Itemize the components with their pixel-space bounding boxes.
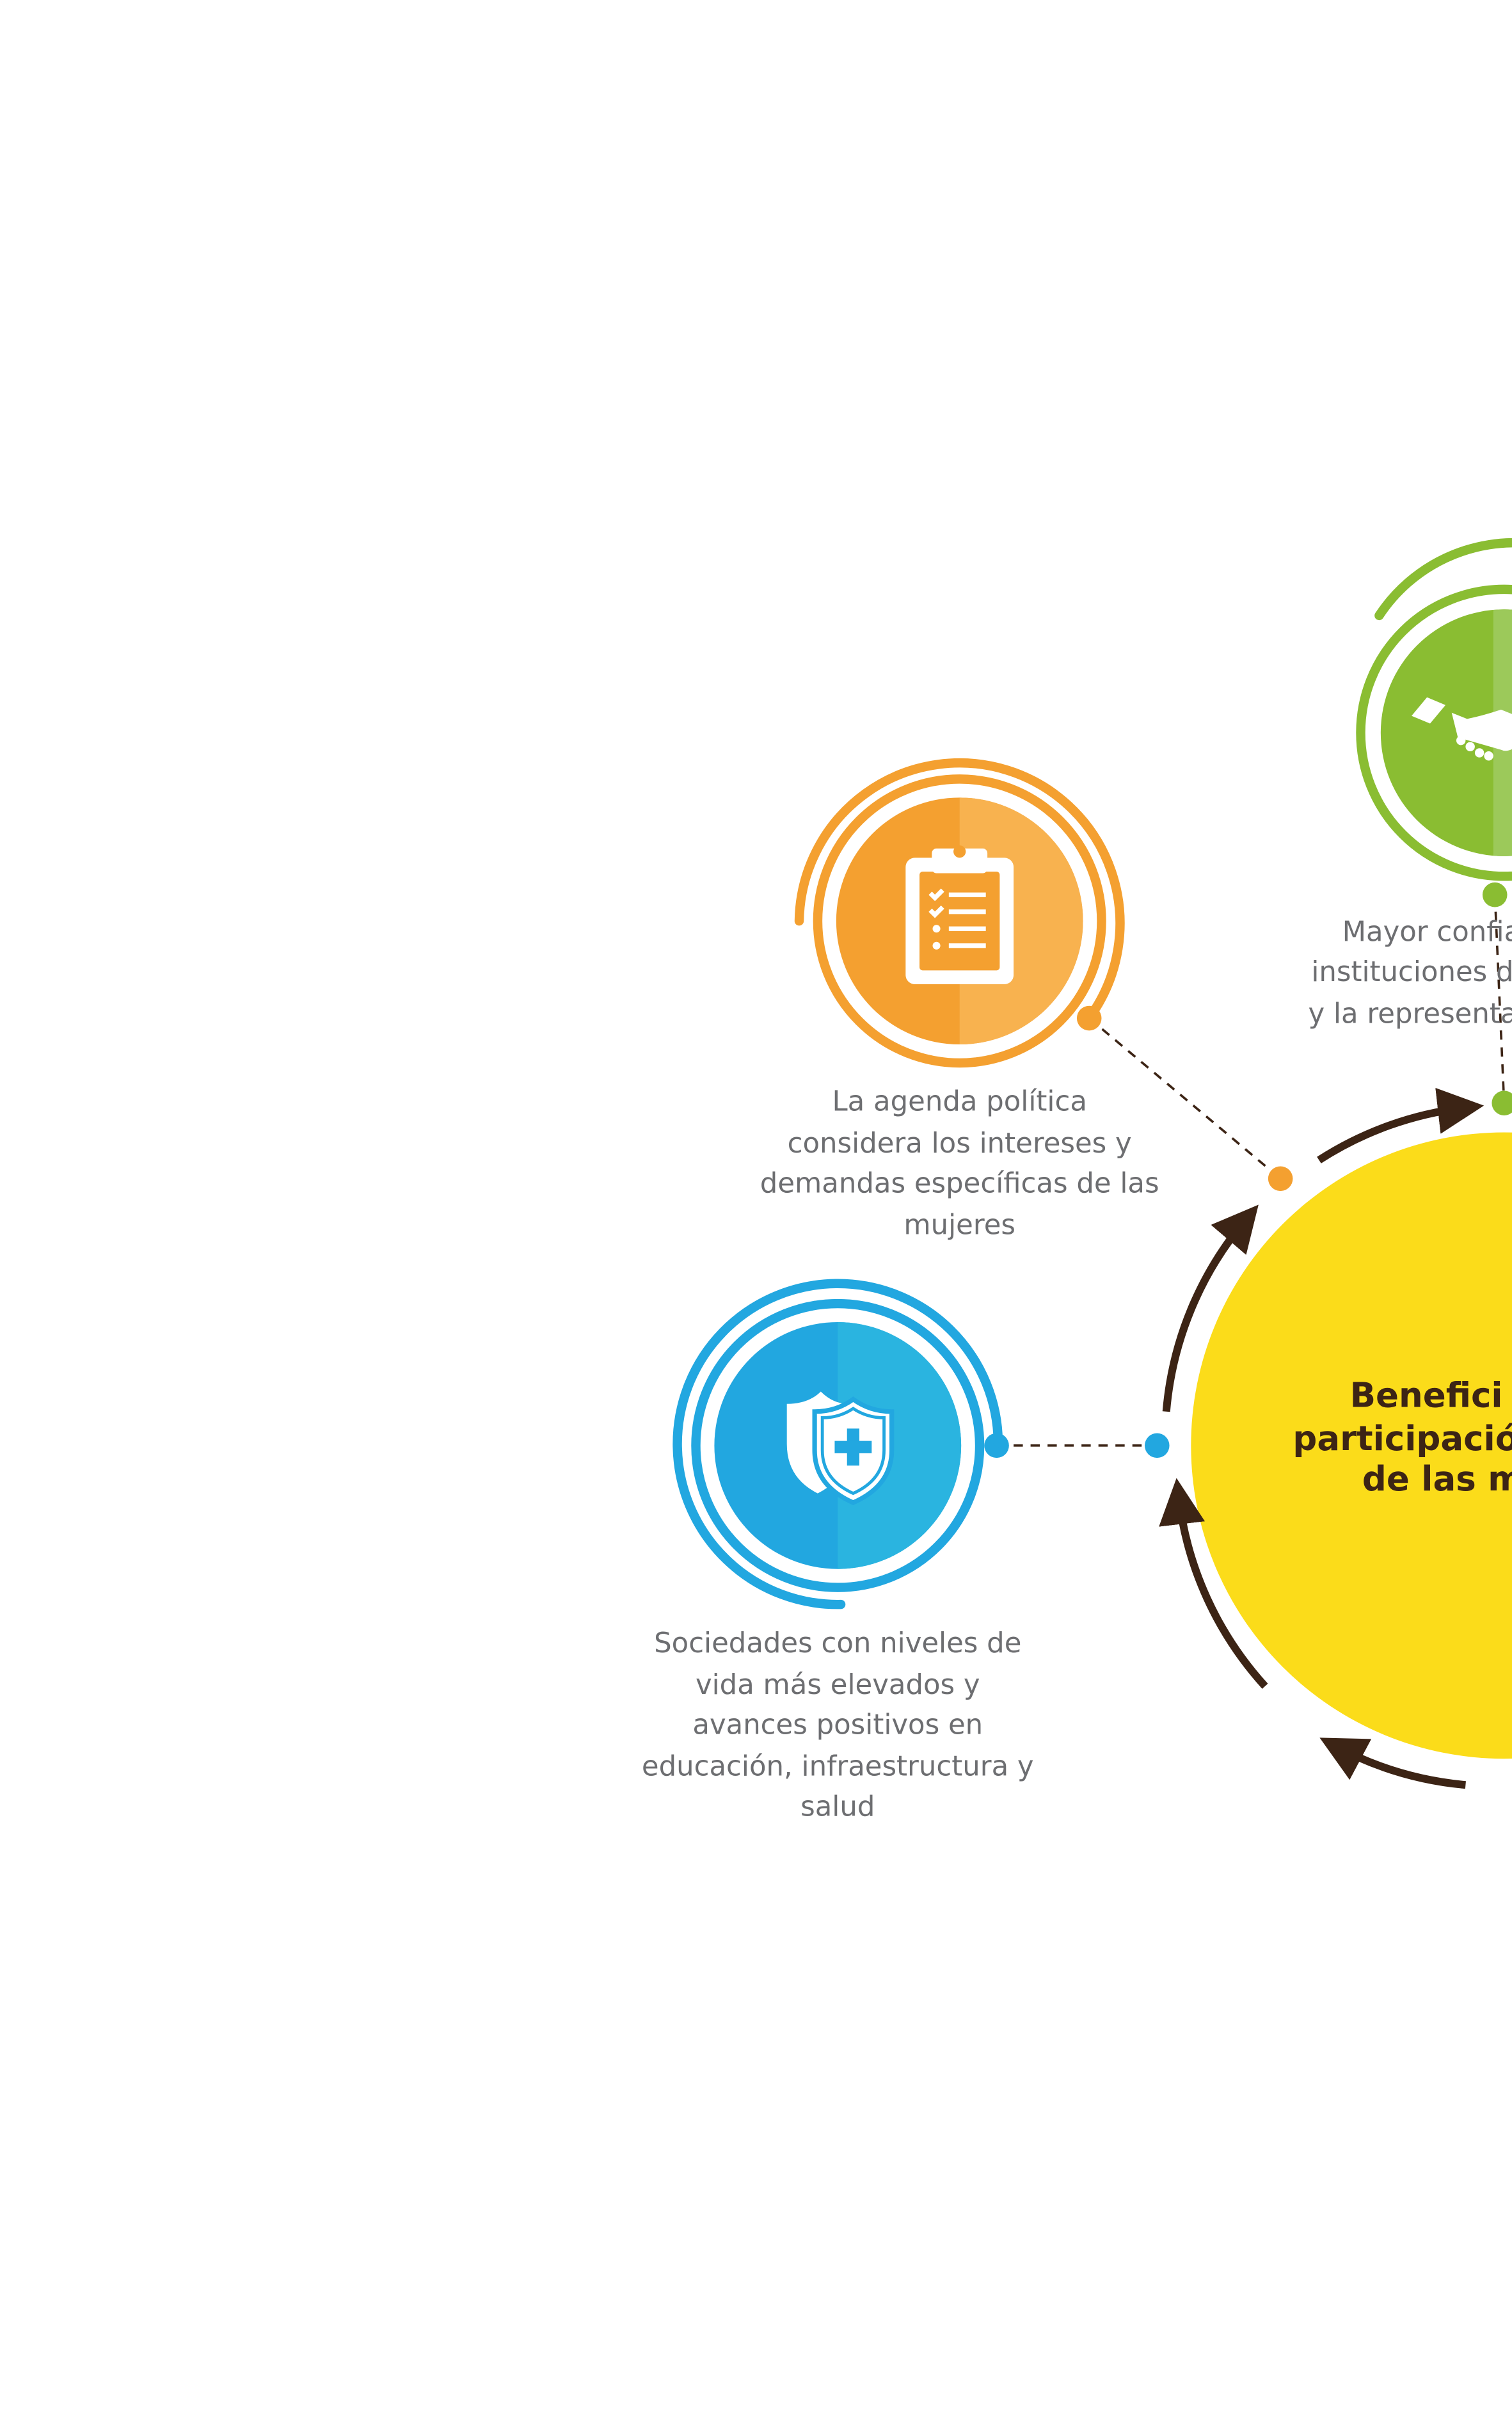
center-title-line: Benefici	[1350, 1376, 1503, 1416]
node-caption-line: Mayor confia	[1342, 916, 1512, 948]
node-trust: Mayor confia instituciones d y la repres…	[1309, 538, 1512, 1030]
outer-arc	[672, 1279, 1003, 1609]
cycle-arrow	[1317, 1087, 1484, 1163]
cycle-arrow	[1319, 1737, 1466, 1789]
node-caption-line: y la representa	[1309, 998, 1512, 1030]
cycle-arrow	[1159, 1478, 1268, 1689]
center-title-line: de las m	[1362, 1459, 1512, 1499]
connector-dot	[1268, 1166, 1293, 1192]
node-caption-line: vida más elevados y	[696, 1669, 980, 1701]
node-caption-line: mujeres	[903, 1210, 1015, 1241]
node-caption-line: educación, infraestructura y	[642, 1751, 1034, 1783]
outer-arc	[794, 758, 1125, 1019]
cycle-arrow	[1162, 1204, 1259, 1412]
center-title-line: participació	[1293, 1419, 1512, 1458]
outer-arc	[1374, 538, 1512, 621]
inner-ring	[1356, 584, 1512, 881]
connector-dot	[1492, 1090, 1512, 1115]
health-shield-icon	[786, 1391, 895, 1505]
handshake-icon	[1412, 697, 1512, 761]
icon-disc-highlight	[838, 1322, 962, 1569]
connector-dot	[1145, 1433, 1170, 1458]
icon-disc	[1380, 609, 1512, 856]
node-caption-line: demandas específicas de las	[760, 1167, 1159, 1199]
clipboard-checklist-icon	[905, 845, 1014, 985]
node-caption-line: Sociedades con niveles de	[654, 1627, 1021, 1659]
node-caption-line: avances positivos en	[692, 1709, 983, 1741]
node-caption-line: considera los intereses y	[788, 1128, 1132, 1160]
node-caption-line: La agenda política	[832, 1086, 1087, 1118]
node-caption-line: salud	[800, 1791, 875, 1823]
connector-line	[1493, 895, 1506, 1103]
center-circle	[1191, 1132, 1512, 1759]
node-agenda: La agenda política considera los interes…	[760, 758, 1159, 1241]
inner-ring	[813, 774, 1106, 1068]
connector-line	[1088, 1017, 1282, 1180]
inner-ring	[691, 1298, 985, 1592]
node-society: Sociedades con niveles de vida más eleva…	[642, 1279, 1034, 1823]
node-caption-line: instituciones d	[1311, 956, 1512, 988]
connector-dot	[1482, 882, 1508, 907]
